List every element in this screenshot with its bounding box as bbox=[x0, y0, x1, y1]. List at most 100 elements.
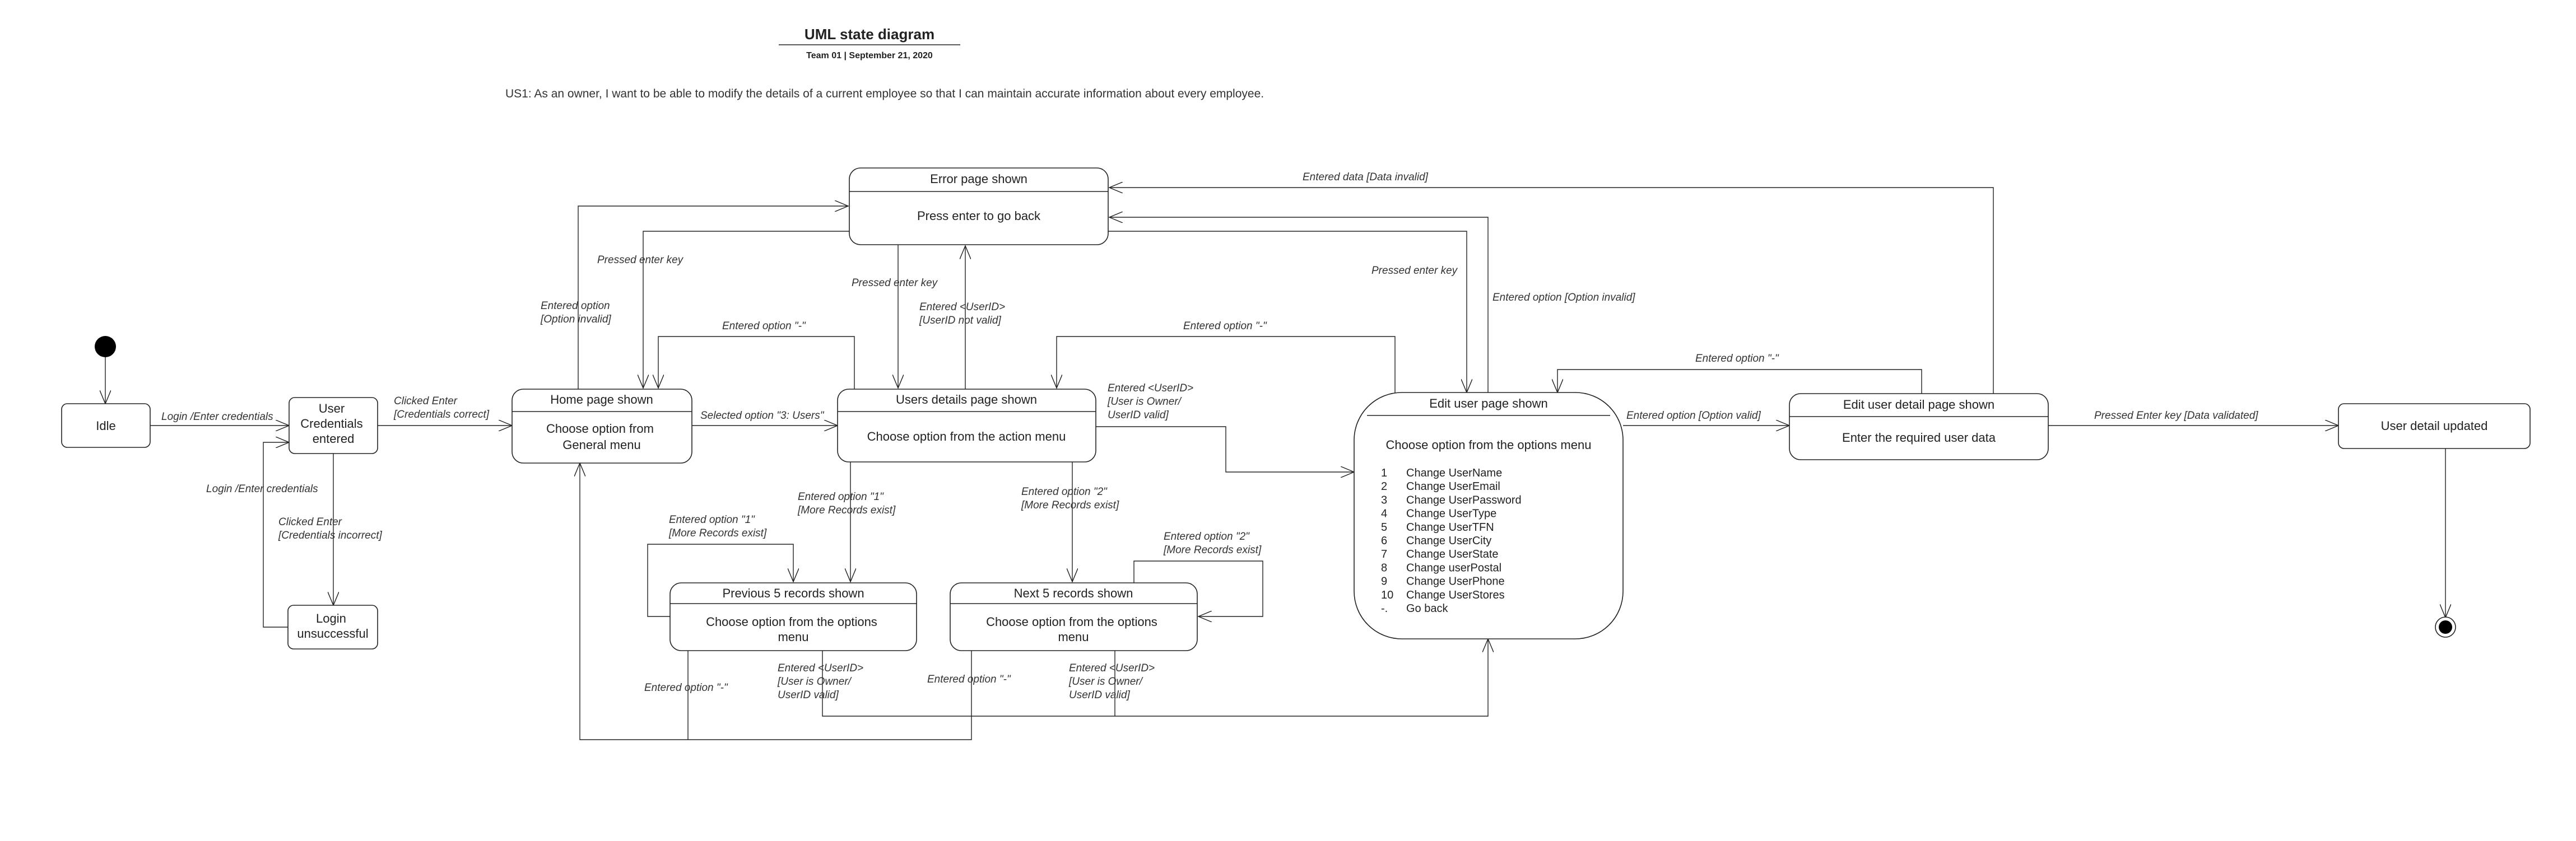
label-clicked-enter-correct-line-1: Clicked Enter bbox=[394, 395, 458, 407]
label-prev-loop-line-1: Entered option "1" bbox=[669, 514, 755, 526]
team-date-line: Team 01 | September 21, 2020 bbox=[806, 51, 933, 60]
edge-prev-loop bbox=[647, 544, 793, 617]
label-users-userid-valid: Entered <UserID> [User is Owner/ UserID … bbox=[1107, 382, 1196, 421]
label-next-userid: Entered <UserID> [User is Owner/ UserID … bbox=[1068, 662, 1157, 701]
edit-option-label: Change userPostal bbox=[1406, 562, 1501, 574]
state-edit-user-box bbox=[1354, 392, 1624, 639]
label-login-retry: Login /Enter credentials bbox=[206, 483, 318, 495]
label-next-loop-line-1: Entered option "2" bbox=[1164, 531, 1250, 543]
state-prev5-box bbox=[669, 582, 917, 651]
state-next5-body-line-2: menu bbox=[1058, 630, 1089, 644]
final-state-dot bbox=[2439, 620, 2452, 634]
state-user-credentials-label: User Credentials entered bbox=[300, 401, 366, 446]
label-next-loop-line-2: [More Records exist] bbox=[1163, 544, 1262, 556]
edit-option-label: Change UserName bbox=[1406, 467, 1502, 479]
label-prev-loop: Entered option "1" [More Records exist] bbox=[668, 514, 767, 539]
state-user-credentials-line-1: User bbox=[319, 401, 345, 415]
label-opt1: Entered option "1" [More Records exist] bbox=[797, 491, 896, 516]
label-clicked-enter-incorrect-line-2: [Credentials incorrect] bbox=[278, 530, 383, 541]
label-next-loop: Entered option "2" [More Records exist] bbox=[1163, 531, 1262, 556]
state-idle: Idle bbox=[61, 403, 151, 448]
state-home-body: Choose option from General menu bbox=[546, 422, 657, 452]
edge-home-error bbox=[578, 206, 848, 389]
edge-unsuccessful-credentials bbox=[263, 442, 289, 628]
state-error-box bbox=[849, 167, 1109, 245]
edge-edit-error bbox=[1109, 217, 1489, 394]
edit-option-label: Change UserPhone bbox=[1406, 576, 1505, 588]
edit-option-label: Change UserType bbox=[1406, 508, 1496, 520]
state-next5-name: Next 5 records shown bbox=[1014, 586, 1133, 600]
label-pressed-enter-users: Pressed enter key bbox=[852, 277, 938, 289]
label-next-userid-line-2: [User is Owner/ bbox=[1068, 676, 1143, 688]
state-login-unsuccessful-line-2: unsuccessful bbox=[297, 627, 368, 641]
label-edit-to-users-dash: Entered option "-" bbox=[1183, 320, 1267, 332]
edge-next-loop bbox=[1133, 560, 1263, 616]
label-users-to-home-dash: Entered option "-" bbox=[722, 320, 806, 332]
team-label: Team 01 bbox=[806, 51, 841, 60]
edit-option-number: 5 bbox=[1381, 521, 1387, 534]
label-prev-userid-line-3: UserID valid] bbox=[778, 689, 839, 701]
state-prev5-body: Choose option from the options menu bbox=[706, 615, 881, 644]
state-prev5-body-line-2: menu bbox=[778, 630, 808, 644]
label-edit-pressed-enter: Pressed enter key bbox=[1371, 265, 1458, 277]
label-users-userid-valid-line-2: [User is Owner/ bbox=[1107, 396, 1182, 408]
state-next5-box bbox=[950, 582, 1198, 651]
edge-next-home bbox=[688, 651, 972, 740]
edge-edit-users bbox=[1057, 336, 1396, 394]
state-edit-user-heading: Choose option from the options menu bbox=[1386, 438, 1592, 452]
edge-users-home bbox=[658, 336, 855, 389]
edit-option-number: -. bbox=[1381, 602, 1388, 615]
edit-option-number: 7 bbox=[1381, 548, 1387, 560]
label-clicked-enter-incorrect-line-1: Clicked Enter bbox=[278, 516, 342, 528]
label-edit-valid: Entered option [Option valid] bbox=[1626, 410, 1761, 422]
state-user-credentials-line-2: Credentials bbox=[300, 417, 362, 431]
edge-users-edit bbox=[1096, 426, 1354, 472]
state-next5-body: Choose option from the options menu bbox=[986, 615, 1161, 644]
edit-option-label: Change UserState bbox=[1406, 548, 1499, 560]
edge-error-home bbox=[643, 231, 849, 388]
edge-detail-error bbox=[1109, 188, 1994, 394]
label-users-userid-valid-line-1: Entered <UserID> bbox=[1108, 382, 1193, 394]
label-prev-dash: Entered option "-" bbox=[644, 682, 728, 694]
state-users-details-body: Choose option from the action menu bbox=[867, 429, 1066, 443]
label-opt2-line-1: Entered option "2" bbox=[1021, 486, 1108, 498]
state-users-details-box bbox=[837, 389, 1096, 462]
edit-option-label: Go back bbox=[1406, 602, 1448, 615]
label-clicked-enter-incorrect: Clicked Enter [Credentials incorrect] bbox=[278, 516, 383, 541]
edit-option-number: 3 bbox=[1381, 494, 1387, 506]
label-next-dash: Entered option "-" bbox=[927, 674, 1011, 685]
edit-option-label: Change UserStores bbox=[1406, 589, 1505, 601]
state-login-unsuccessful-box bbox=[287, 605, 378, 650]
state-next5: Next 5 records shown Choose option from … bbox=[950, 582, 1198, 651]
label-clicked-enter-correct-line-2: [Credentials correct] bbox=[393, 409, 490, 421]
state-user-credentials-box bbox=[289, 397, 378, 454]
state-users-details-name: Users details page shown bbox=[896, 393, 1037, 407]
state-home: Home page shown Choose option from Gener… bbox=[512, 389, 692, 464]
state-prev5: Previous 5 records shown Choose option f… bbox=[669, 582, 917, 651]
edit-option-number: 10 bbox=[1381, 589, 1393, 601]
state-login-unsuccessful-label: Login unsuccessful bbox=[297, 611, 368, 641]
label-data-invalid: Entered data [Data invalid] bbox=[1303, 171, 1429, 183]
label-next-userid-line-1: Entered <UserID> bbox=[1069, 662, 1155, 674]
state-error: Error page shown Press enter to go back bbox=[849, 167, 1109, 245]
state-users-details: Users details page shown Choose option f… bbox=[837, 389, 1096, 462]
state-user-credentials: User Credentials entered bbox=[289, 397, 378, 454]
label-users-userid-valid-line-3: UserID valid] bbox=[1108, 409, 1169, 421]
state-edit-detail-body: Enter the required user data bbox=[1842, 431, 1996, 445]
state-edit-user: Edit user page shown Choose option from … bbox=[1354, 392, 1624, 639]
edit-option-number: 8 bbox=[1381, 562, 1387, 574]
label-prev-userid: Entered <UserID> [User is Owner/ UserID … bbox=[777, 662, 866, 701]
edit-option-number: 9 bbox=[1381, 576, 1387, 588]
label-prev-userid-line-1: Entered <UserID> bbox=[778, 662, 863, 674]
state-prev5-name: Previous 5 records shown bbox=[722, 586, 864, 600]
edge-error-edit bbox=[1108, 231, 1467, 393]
label-home-invalid: Entered option [Option invalid] bbox=[540, 300, 613, 325]
initial-state bbox=[95, 336, 116, 357]
state-edit-detail: Edit user detail page shown Enter the re… bbox=[1789, 393, 2049, 460]
label-login-enter: Login /Enter credentials bbox=[161, 411, 273, 423]
diagram-title: UML state diagram bbox=[805, 26, 934, 43]
state-home-box bbox=[512, 389, 692, 464]
label-opt2-line-2: [More Records exist] bbox=[1021, 499, 1119, 511]
transitions bbox=[105, 188, 2445, 740]
label-prev-userid-line-2: [User is Owner/ bbox=[777, 676, 852, 688]
